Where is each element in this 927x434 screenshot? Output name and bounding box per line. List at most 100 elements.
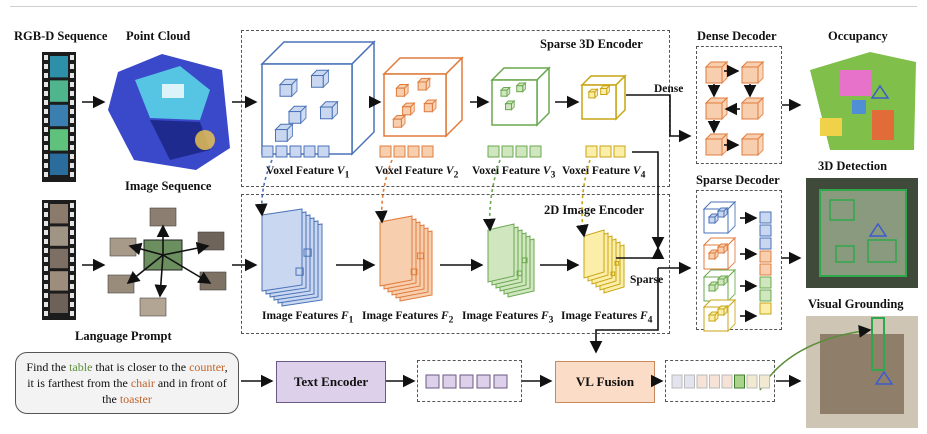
sparse-decoder-inner-1-front	[717, 210, 725, 218]
rgbd-film-strip-hole	[44, 100, 48, 105]
image-film-strip-hole	[44, 212, 48, 217]
rgbd-film-strip-hole	[44, 91, 48, 96]
sparse-decoder-token	[759, 237, 772, 250]
image-feature-patch-3	[521, 257, 528, 264]
fused-token	[696, 374, 708, 389]
point-cloud-label: Point Cloud	[126, 29, 191, 43]
sparse-decoder-inner-3-front	[717, 278, 725, 286]
occupancy-object	[820, 118, 842, 136]
voxel-token-1	[303, 145, 316, 158]
sparse-decoder-inner-4-front	[708, 314, 716, 322]
image-feature-patch-1	[295, 267, 304, 276]
voxel-feature-3-label: Voxel Feature V3	[472, 165, 556, 181]
sparse-decoder-token	[759, 224, 772, 237]
image-thumbnail	[107, 274, 135, 294]
rgbd-film-strip-hole	[70, 154, 74, 159]
image-film-strip-hole	[44, 293, 48, 298]
dense-branch-label: Dense	[654, 83, 684, 95]
sparse-decoder-token	[759, 250, 772, 263]
inner-voxel-3-front	[505, 103, 512, 111]
sparse-decoder-inner-2-front	[717, 246, 725, 254]
image-film-strip-hole	[70, 230, 74, 235]
image-film-strip-hole	[70, 293, 74, 298]
occupancy-object	[840, 70, 872, 96]
rgbd-film-strip-hole	[44, 154, 48, 159]
inner-voxel-3-front	[500, 89, 508, 97]
rgbd-film-strip-hole	[44, 172, 48, 177]
rgbd-film-strip-hole	[70, 127, 74, 132]
collage-arrow	[128, 242, 164, 256]
sparse-decoder-token	[759, 302, 772, 315]
dense-branch-arrow	[626, 94, 692, 143]
point-cloud-yellow-patch	[195, 130, 215, 150]
dense-decoder-title: Dense Decoder	[697, 29, 777, 43]
inner-voxel-2-front	[392, 118, 402, 128]
visual-grounding-label: Visual Grounding	[808, 297, 904, 311]
rgbd-film-strip-frame	[50, 80, 68, 102]
rgbd-film-strip-hole	[44, 127, 48, 132]
projection-arrow-4	[575, 159, 591, 238]
sparse-decoder-inner-4-front	[717, 308, 725, 316]
rgbd-film-strip-hole	[44, 145, 48, 150]
rgbd-film-strip-hole	[70, 64, 74, 69]
3d-detection-label: 3D Detection	[818, 159, 888, 173]
image-film-strip-hole	[44, 239, 48, 244]
rgbd-film-strip-hole	[70, 91, 74, 96]
rgbd-film-strip-hole	[44, 82, 48, 87]
image-film-strip-hole	[44, 230, 48, 235]
grounding-room	[820, 334, 904, 414]
rgbd-film-strip-hole	[70, 145, 74, 150]
collage-arrow	[162, 241, 210, 256]
point-cloud-white-patch	[162, 84, 184, 98]
language-prompt-label: Language Prompt	[75, 329, 172, 343]
image-film-strip-hole	[44, 203, 48, 208]
text-token	[459, 374, 474, 389]
image-thumbnail	[149, 207, 177, 227]
image-feature-map-2	[379, 215, 413, 287]
image-film-strip-frame	[50, 226, 68, 246]
2d-image-encoder-title: 2D Image Encoder	[544, 203, 644, 217]
image-film-strip-hole	[44, 275, 48, 280]
vl-fusion-block: VL Fusion	[555, 361, 655, 403]
text-token	[493, 374, 508, 389]
text-token	[425, 374, 440, 389]
image-feature-patch-3	[516, 270, 523, 277]
detection-render	[806, 178, 918, 288]
grounding-render	[806, 316, 918, 428]
rgbd-film-strip-frame	[50, 153, 68, 175]
detection-box	[867, 239, 897, 263]
rgbd-sequence-label: RGB-D Sequence	[14, 29, 108, 43]
rgbd-film-strip-frame	[50, 56, 68, 78]
rgbd-film-strip-hole	[70, 100, 74, 105]
image-film-strip-hole	[44, 311, 48, 316]
rgbd-film-strip-hole	[70, 55, 74, 60]
fused-token	[721, 374, 733, 389]
dense-decoder-cube-2-front	[741, 66, 759, 84]
voxel-token-3	[529, 145, 542, 158]
voxel-token-1	[261, 145, 274, 158]
inner-voxel-4-front	[600, 88, 608, 95]
inner-voxel-3-front	[516, 85, 524, 93]
fused-token	[759, 374, 770, 389]
language-prompt-box: Find the table that is closer to the cou…	[15, 352, 239, 414]
voxel-token-1	[289, 145, 302, 158]
voxel-token-1	[275, 145, 288, 158]
image-feature-patch-2	[410, 268, 418, 276]
voxel-token-2	[407, 145, 420, 158]
dense-decoder-cube-4-front	[741, 102, 759, 120]
image-film-strip-hole	[70, 284, 74, 289]
voxel-cube-4-front	[581, 84, 617, 120]
rgbd-film-strip-hole	[44, 73, 48, 78]
2d-image-encoder-frame	[241, 194, 670, 334]
voxel-token-4	[585, 145, 598, 158]
inner-voxel-2-front	[395, 87, 405, 97]
text-encoder-block: Text Encoder	[276, 361, 386, 403]
image-feature-patch-4	[614, 261, 620, 266]
collage-arrow	[126, 254, 164, 284]
voxel-token-3	[515, 145, 528, 158]
image-feature-patch-1	[303, 248, 312, 257]
inner-voxel-1-front	[288, 111, 302, 124]
fused-token	[684, 374, 695, 389]
